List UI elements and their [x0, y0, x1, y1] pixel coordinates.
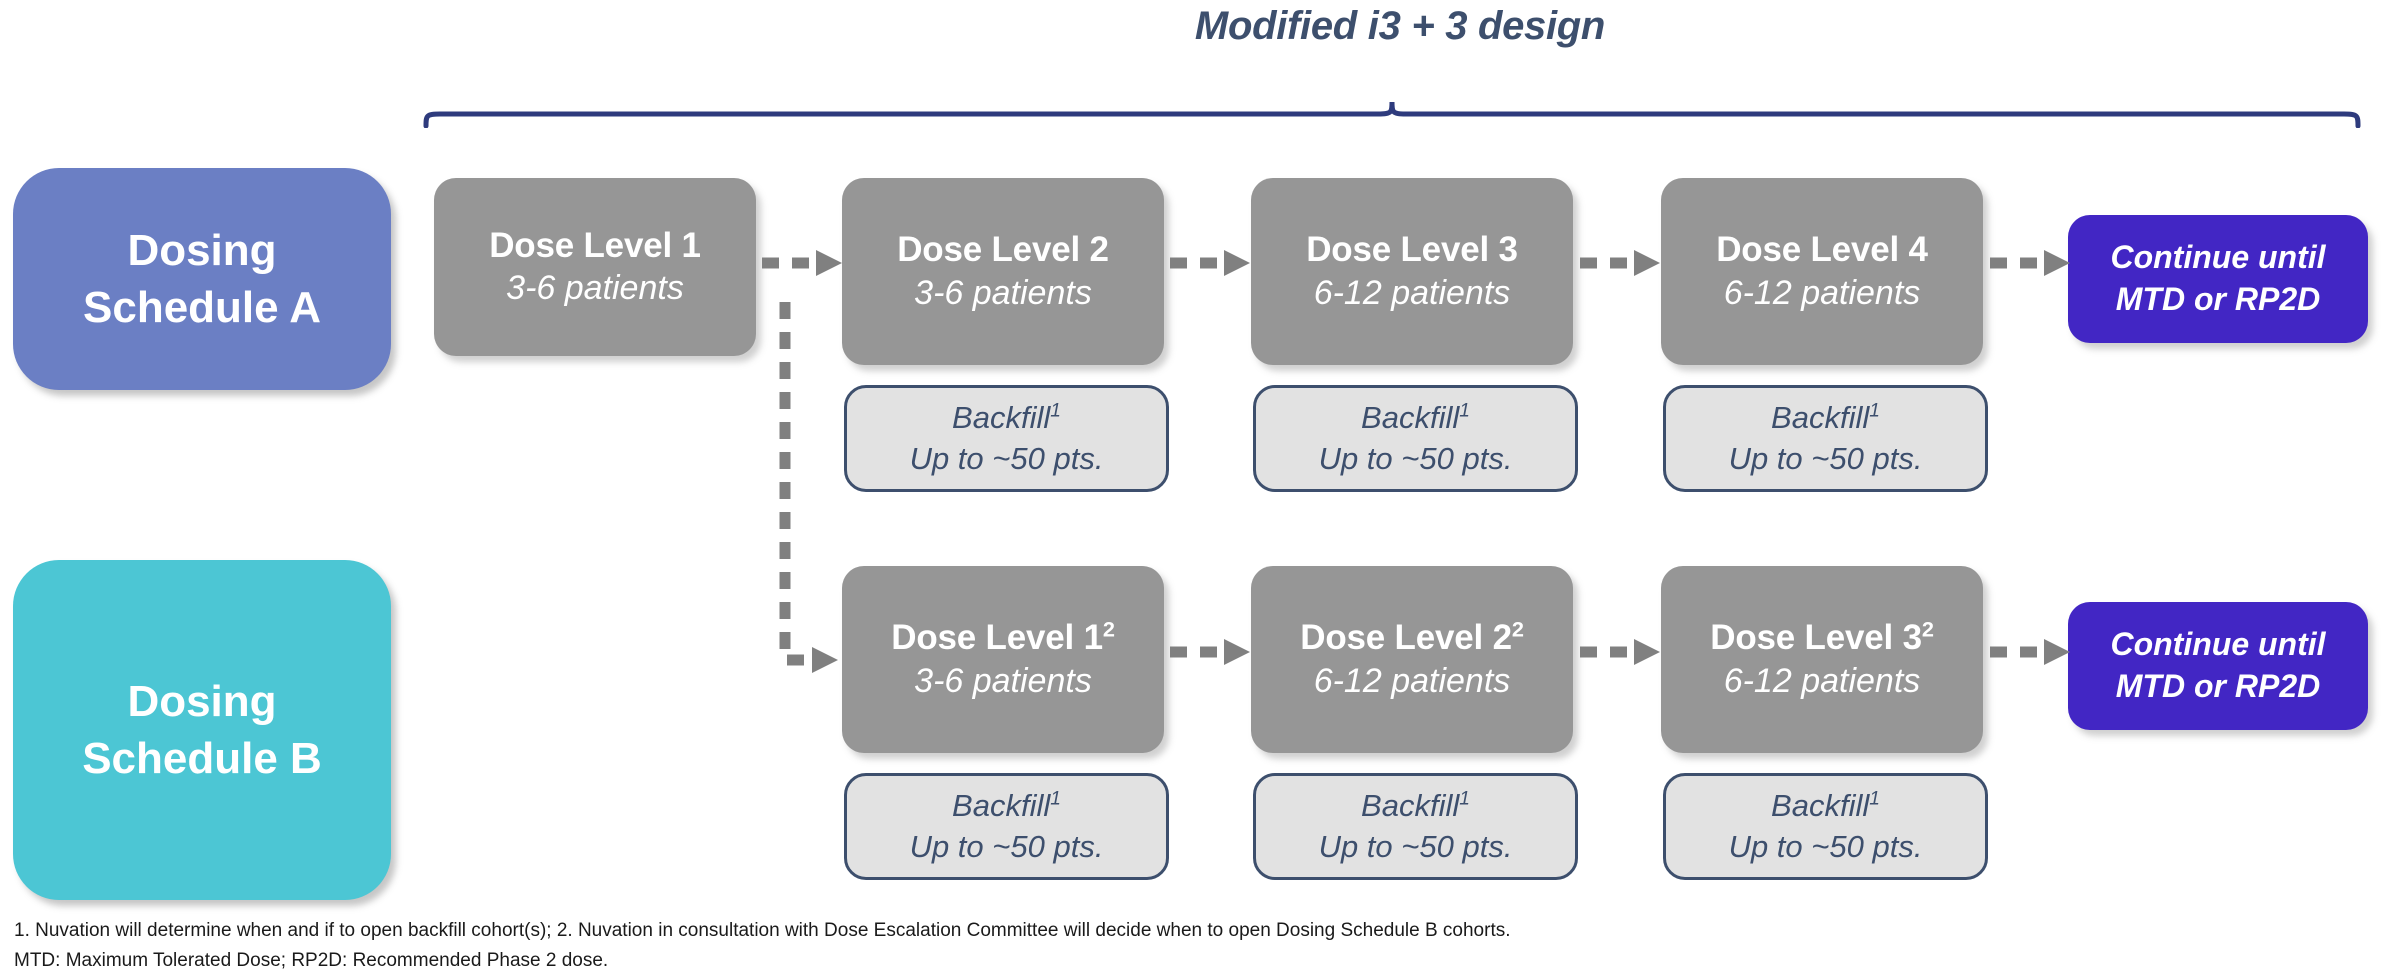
- backfill-label-a-3: Backfill1: [1361, 400, 1470, 436]
- footnote-1: 1. Nuvation will determine when and if t…: [14, 920, 1511, 941]
- dose-box-a-3[interactable]: Dose Level 3 6-12 patients: [1251, 178, 1573, 365]
- dose-patients-b-2: 6-12 patients: [1313, 661, 1511, 700]
- footnote-2: MTD: Maximum Tolerated Dose; RP2D: Recom…: [14, 950, 609, 972]
- continue-line2-a: MTD or RP2D: [2115, 281, 2321, 317]
- dose-patients-a-4: 6-12 patients: [1723, 273, 1921, 312]
- continue-line2-b: MTD or RP2D: [2115, 668, 2321, 704]
- schedule-b-label-line1: Dosing: [127, 676, 277, 726]
- dose-patients-a-2: 3-6 patients: [914, 273, 1092, 312]
- backfill-capacity-a-4: Up to ~50 pts.: [1728, 441, 1923, 476]
- dose-title-b-3: Dose Level 32: [1710, 616, 1934, 658]
- dose-title-a-2: Dose Level 2: [897, 230, 1109, 270]
- backfill-label-b-2: Backfill1: [1361, 788, 1470, 824]
- dose-patients-a-1: 3-6 patients: [506, 269, 684, 308]
- continue-box-a[interactable]: Continue until MTD or RP2D: [2068, 215, 2368, 343]
- backfill-capacity-b-1: Up to ~50 pts.: [909, 829, 1104, 864]
- dose-box-b-1[interactable]: Dose Level 12 3-6 patients: [842, 566, 1164, 753]
- schedule-b-label-line2: Schedule B: [82, 734, 322, 783]
- backfill-box-a-4[interactable]: Backfill1 Up to ~50 pts.: [1663, 385, 1988, 492]
- page-title: Modified i3 + 3 design: [1194, 4, 1606, 48]
- arrow-a-2-to-3: [1170, 250, 1250, 276]
- backfill-box-b-3[interactable]: Backfill1 Up to ~50 pts.: [1663, 773, 1988, 880]
- backfill-capacity-b-3: Up to ~50 pts.: [1728, 829, 1923, 864]
- dose-title-a-3: Dose Level 3: [1306, 230, 1518, 270]
- dose-box-a-2[interactable]: Dose Level 2 3-6 patients: [842, 178, 1164, 365]
- continue-box-b[interactable]: Continue until MTD or RP2D: [2068, 602, 2368, 730]
- dose-patients-a-3: 6-12 patients: [1313, 273, 1511, 312]
- schedule-a-label: Dosing Schedule A: [13, 168, 391, 390]
- backfill-box-a-3[interactable]: Backfill1 Up to ~50 pts.: [1253, 385, 1578, 492]
- dose-title-b-2: Dose Level 22: [1300, 616, 1524, 658]
- backfill-box-b-2[interactable]: Backfill1 Up to ~50 pts.: [1253, 773, 1578, 880]
- dose-patients-b-1: 3-6 patients: [914, 661, 1092, 700]
- dose-box-a-4[interactable]: Dose Level 4 6-12 patients: [1661, 178, 1983, 365]
- schedule-a-label-line1: Dosing: [127, 225, 277, 275]
- arrow-b-3-to-continue: [1990, 639, 2070, 665]
- arrow-b-1-to-2: [1170, 639, 1250, 665]
- arrow-a-3-to-4: [1580, 250, 1660, 276]
- footnotes: 1. Nuvation will determine when and if t…: [14, 916, 2114, 976]
- dose-box-b-3[interactable]: Dose Level 32 6-12 patients: [1661, 566, 1983, 753]
- escalation-bracket: [423, 101, 2361, 128]
- backfill-label-b-3: Backfill1: [1771, 788, 1880, 824]
- backfill-box-b-1[interactable]: Backfill1 Up to ~50 pts.: [844, 773, 1169, 880]
- schedule-a-label-line2: Schedule A: [83, 283, 321, 332]
- backfill-capacity-a-3: Up to ~50 pts.: [1318, 441, 1513, 476]
- backfill-label-a-4: Backfill1: [1771, 400, 1880, 436]
- dose-title-a-4: Dose Level 4: [1716, 230, 1928, 270]
- arrow-branch-to-schedule-b: [779, 302, 838, 673]
- dose-title-b-1: Dose Level 12: [891, 616, 1115, 658]
- arrow-a-1-to-2: [762, 250, 842, 276]
- arrow-a-4-to-continue: [1990, 250, 2070, 276]
- dose-box-a-1[interactable]: Dose Level 1 3-6 patients: [434, 178, 756, 356]
- arrow-b-2-to-3: [1580, 639, 1660, 665]
- backfill-label-b-1: Backfill1: [952, 788, 1061, 824]
- backfill-capacity-a-2: Up to ~50 pts.: [909, 441, 1104, 476]
- schedule-b-label: Dosing Schedule B: [13, 560, 391, 900]
- dose-title-a-1: Dose Level 1: [489, 225, 701, 265]
- backfill-box-a-2[interactable]: Backfill1 Up to ~50 pts.: [844, 385, 1169, 492]
- dose-box-b-2[interactable]: Dose Level 22 6-12 patients: [1251, 566, 1573, 753]
- dose-patients-b-3: 6-12 patients: [1723, 661, 1921, 700]
- backfill-capacity-b-2: Up to ~50 pts.: [1318, 829, 1513, 864]
- continue-line1-b: Continue until: [2110, 626, 2326, 663]
- continue-line1-a: Continue until: [2110, 239, 2326, 276]
- backfill-label-a-2: Backfill1: [952, 400, 1061, 436]
